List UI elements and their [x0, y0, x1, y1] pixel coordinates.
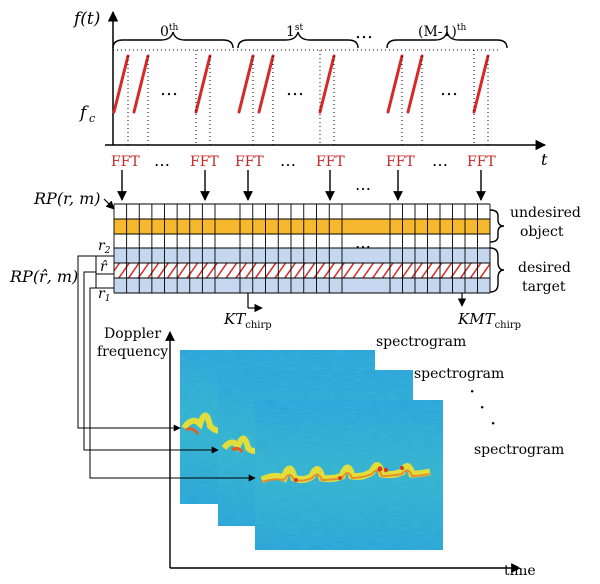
svg-text:·: ·: [469, 379, 475, 403]
x-axis-label: t: [541, 150, 548, 169]
group-label-0: 0th: [160, 23, 179, 40]
chirp-dotted-lines: [127, 50, 489, 145]
fft-label: FFT: [190, 154, 219, 170]
spectrogram-dots: · · ·: [469, 379, 496, 435]
kt-markers: [247, 293, 467, 313]
group-braces: [112, 31, 508, 49]
undesired-label: undesired: [510, 205, 581, 221]
spectrogram-title: spectrogram: [414, 366, 504, 382]
desired-target-band-bot: [114, 278, 490, 293]
svg-text:·: ·: [479, 395, 485, 419]
spectrogram-titles: spectrogram spectrogram spectrogram: [376, 334, 564, 458]
spectrogram-title: spectrogram: [376, 334, 466, 350]
grid-lines: [113, 203, 491, 294]
group-label-m1: (M-1)th: [418, 23, 467, 40]
fft-label: FFT: [235, 154, 264, 170]
fft-ellipses: … … … …: [154, 151, 448, 194]
fft-label: FFT: [386, 154, 415, 170]
kmt-chirp-label: KMTchirp: [457, 310, 521, 331]
svg-text:…: …: [280, 151, 296, 170]
fft-label: FFT: [467, 154, 496, 170]
fft-label: FFT: [111, 154, 140, 170]
rp-hat-label: RP(r̂, m): [9, 267, 78, 286]
svg-text:·: ·: [490, 411, 496, 435]
rp-label: RP(r, m): [33, 189, 101, 208]
doppler-label: Doppler: [104, 326, 161, 342]
svg-text:…: …: [432, 151, 448, 170]
time-label: time: [504, 563, 536, 579]
svg-text:…: …: [440, 79, 458, 100]
desired-label: desired: [518, 260, 571, 276]
group-labels: 0th 1st (M-1)th …: [160, 22, 467, 43]
r2-label: r2: [98, 238, 111, 256]
right-braces: [489, 209, 505, 293]
frequency-label: frequency: [97, 344, 168, 360]
rp-arrow: [103, 198, 115, 210]
svg-text:…: …: [355, 175, 371, 194]
range-profile-grid: [114, 219, 490, 293]
grid-ellipsis: …: [355, 233, 371, 252]
undesired-object-band: [114, 219, 490, 234]
desired-target-band-top: [114, 248, 490, 263]
fft-arrows: [117, 170, 486, 201]
kt-chirp-label: KTchirp: [223, 310, 272, 331]
y-axis-label: f(t): [72, 9, 100, 29]
band-labels: undesired object desired target: [510, 205, 581, 295]
undesired-label-2: object: [520, 224, 564, 240]
fc-label: f c: [78, 103, 95, 125]
rhat-label: r̂: [100, 259, 108, 275]
group-label-1: 1st: [286, 23, 304, 40]
spectrogram-front: [255, 400, 443, 550]
chirp-lines: [112, 54, 490, 114]
top-ellipsis: …: [355, 22, 373, 43]
range-bin-labels: r2 r̂ r1: [98, 238, 111, 304]
svg-text:…: …: [160, 79, 178, 100]
svg-text:…: …: [154, 151, 170, 170]
desired-label-2: target: [522, 279, 566, 295]
chirp-ellipses: … … …: [160, 79, 458, 100]
chirp-axes: f(t) f c t: [72, 9, 548, 169]
svg-text:…: …: [286, 79, 304, 100]
watermark: 知乎 @zhan: [483, 553, 563, 570]
r1-label: r1: [98, 286, 110, 304]
spectrogram-title: spectrogram: [474, 442, 564, 458]
desired-target-band-mid: [114, 263, 490, 278]
routing-lines: [77, 255, 256, 482]
fft-labels: FFT FFT FFT FFT FFT FFT: [111, 154, 496, 170]
fft-label: FFT: [316, 154, 345, 170]
svg-text:c: c: [89, 112, 95, 125]
svg-text:f: f: [78, 103, 89, 123]
